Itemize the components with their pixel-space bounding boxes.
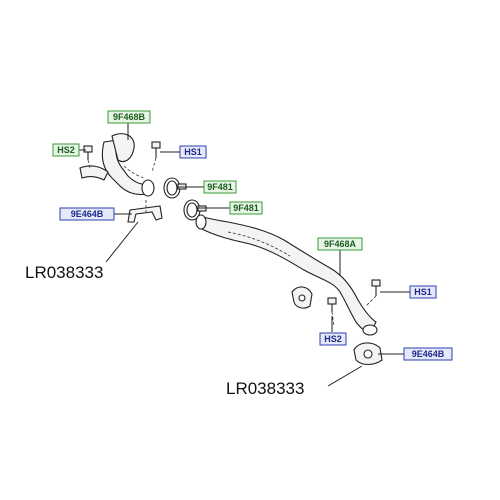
bolt-hs2-upper <box>83 145 93 169</box>
lower-bracket-part <box>353 342 383 366</box>
clip-a-part <box>163 177 187 199</box>
label-hs2-upper: HS2 <box>52 143 80 157</box>
label-hs1-lower: HS1 <box>409 285 437 299</box>
label-9f481-b: 9F481 <box>229 201 263 215</box>
label-9e464b-upper: 9E464B <box>59 207 115 221</box>
leader-lines <box>79 122 410 387</box>
svg-text:HS1: HS1 <box>414 287 432 297</box>
upper-bracket-part <box>127 200 163 223</box>
lower-hose-part <box>195 214 378 336</box>
svg-text:9E464B: 9E464B <box>412 349 445 359</box>
svg-text:HS2: HS2 <box>324 334 342 344</box>
upper-hose-part <box>79 133 155 197</box>
bolt-hs1-lower <box>365 279 381 307</box>
label-9f468b: 9F468B <box>107 110 151 124</box>
label-9f468a: 9F468A <box>317 237 363 251</box>
part-number-lower: LR038333 <box>226 379 304 398</box>
label-9e464b-lower: 9E464B <box>403 347 453 361</box>
part-number-upper: LR038333 <box>25 263 103 282</box>
bolt-hs2-lower <box>327 297 337 327</box>
label-hs2-lower: HS2 <box>319 332 347 346</box>
svg-text:9F468B: 9F468B <box>113 112 146 122</box>
bolt-hs1-upper <box>151 141 161 173</box>
svg-text:9F481: 9F481 <box>207 182 233 192</box>
svg-text:HS2: HS2 <box>57 145 75 155</box>
svg-text:HS1: HS1 <box>184 147 202 157</box>
label-hs1-upper: HS1 <box>179 145 207 159</box>
svg-text:9F468A: 9F468A <box>324 239 357 249</box>
svg-text:9E464B: 9E464B <box>71 209 104 219</box>
label-9f481-a: 9F481 <box>203 180 237 194</box>
svg-text:9F481: 9F481 <box>233 203 259 213</box>
